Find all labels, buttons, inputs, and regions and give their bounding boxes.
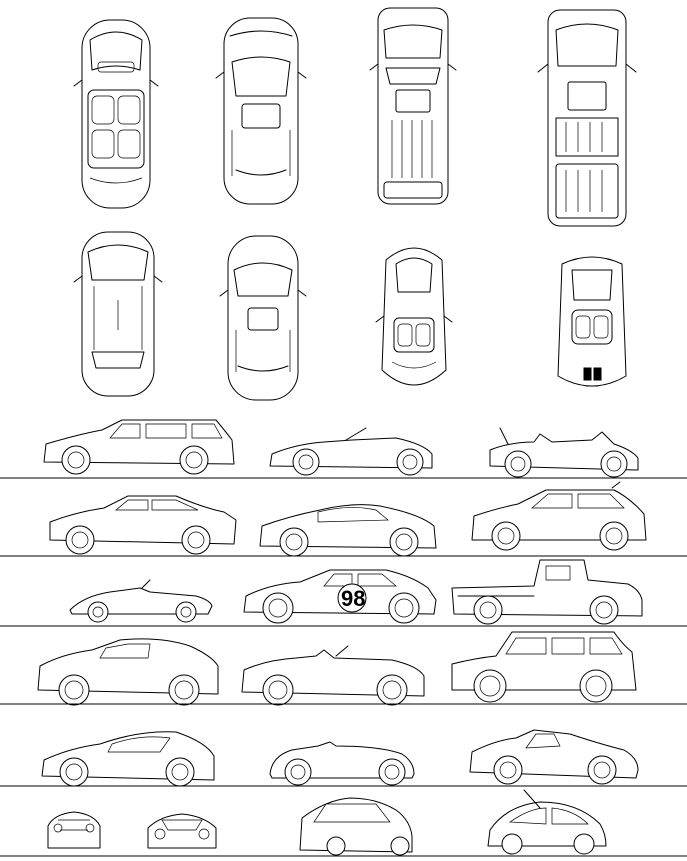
concept-coupe-side-view [41,731,215,787]
roadster-side-view [269,427,433,476]
gt-convertible-side-view [241,645,425,706]
rear-engine-coupe-side-view [469,729,639,785]
wagon-side-view [43,419,235,475]
suv-side-view [451,631,637,703]
pickup-top-view [537,9,637,227]
roadster-top-view [73,19,159,209]
coupe-front-view [147,813,217,849]
sedan-side-view [49,495,237,555]
suv-front-view [299,797,413,856]
coupe-top-view [219,235,307,401]
roadster-front-view [47,811,101,849]
beetle-side-view [487,789,607,855]
sport-coupe-side-view [259,504,437,557]
suv-top-view [369,7,457,205]
convertible-top-view [375,247,453,386]
vintage-spyder-side-view [269,741,415,786]
sedan-top-view [215,17,307,205]
pickup-side-view [451,559,643,625]
hatchback-top-view [73,231,163,397]
spider-side-view [489,427,639,478]
classic-roadster-side-view [69,579,213,623]
race-number: 98 [341,586,365,611]
racer-top-view [557,256,627,387]
race-coupe-side-view: 98 [243,569,437,624]
crossover-side-view [471,481,647,551]
gt-coupe-side-view [37,638,219,706]
